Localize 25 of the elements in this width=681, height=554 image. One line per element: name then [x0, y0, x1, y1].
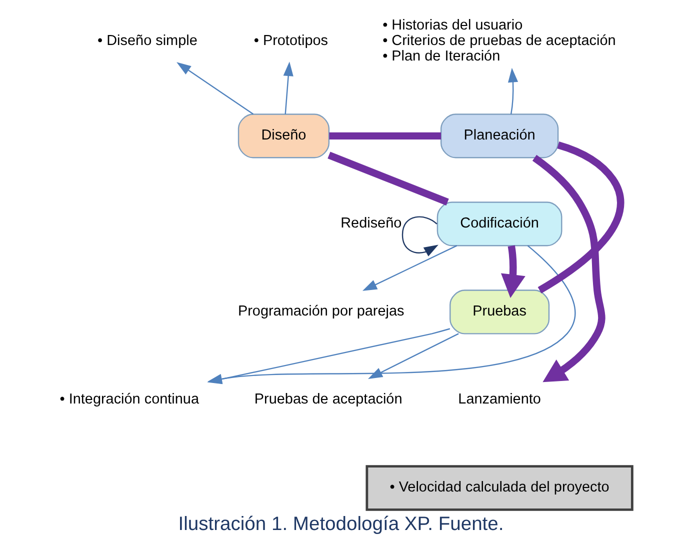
node-box: Pruebas [449, 290, 550, 334]
connector [537, 142, 624, 294]
node-box: Diseño [237, 114, 330, 158]
node-text: • Prototipos [253, 33, 328, 50]
node-text: • Integración continua [59, 392, 199, 408]
arrow [500, 245, 525, 298]
connector [327, 152, 448, 206]
node-box: • Velocidad calculada del proyecto [365, 465, 633, 511]
node-text: Programación por parejas [237, 304, 404, 320]
edge-label: Rediseño [340, 216, 402, 232]
node-text: • Historias del usuario • Criterios de pruebas de aceptación • Plan de Iteración [382, 17, 616, 65]
arrow [176, 62, 254, 115]
arrow [282, 62, 293, 114]
node-text: Lanzamiento [458, 392, 540, 408]
arrow [401, 216, 438, 256]
connector [328, 132, 441, 140]
arrow [532, 154, 605, 382]
node-text: Pruebas de aceptación [254, 392, 402, 408]
node-text: • Diseño simple [97, 33, 197, 50]
caption: Ilustración 1. Metodología XP. Fuente. [178, 514, 504, 535]
node-box: Codificación [436, 202, 562, 246]
arrow [367, 333, 458, 379]
node-box: Planeación [440, 114, 558, 158]
arrow [362, 245, 457, 291]
arrow [507, 68, 518, 114]
